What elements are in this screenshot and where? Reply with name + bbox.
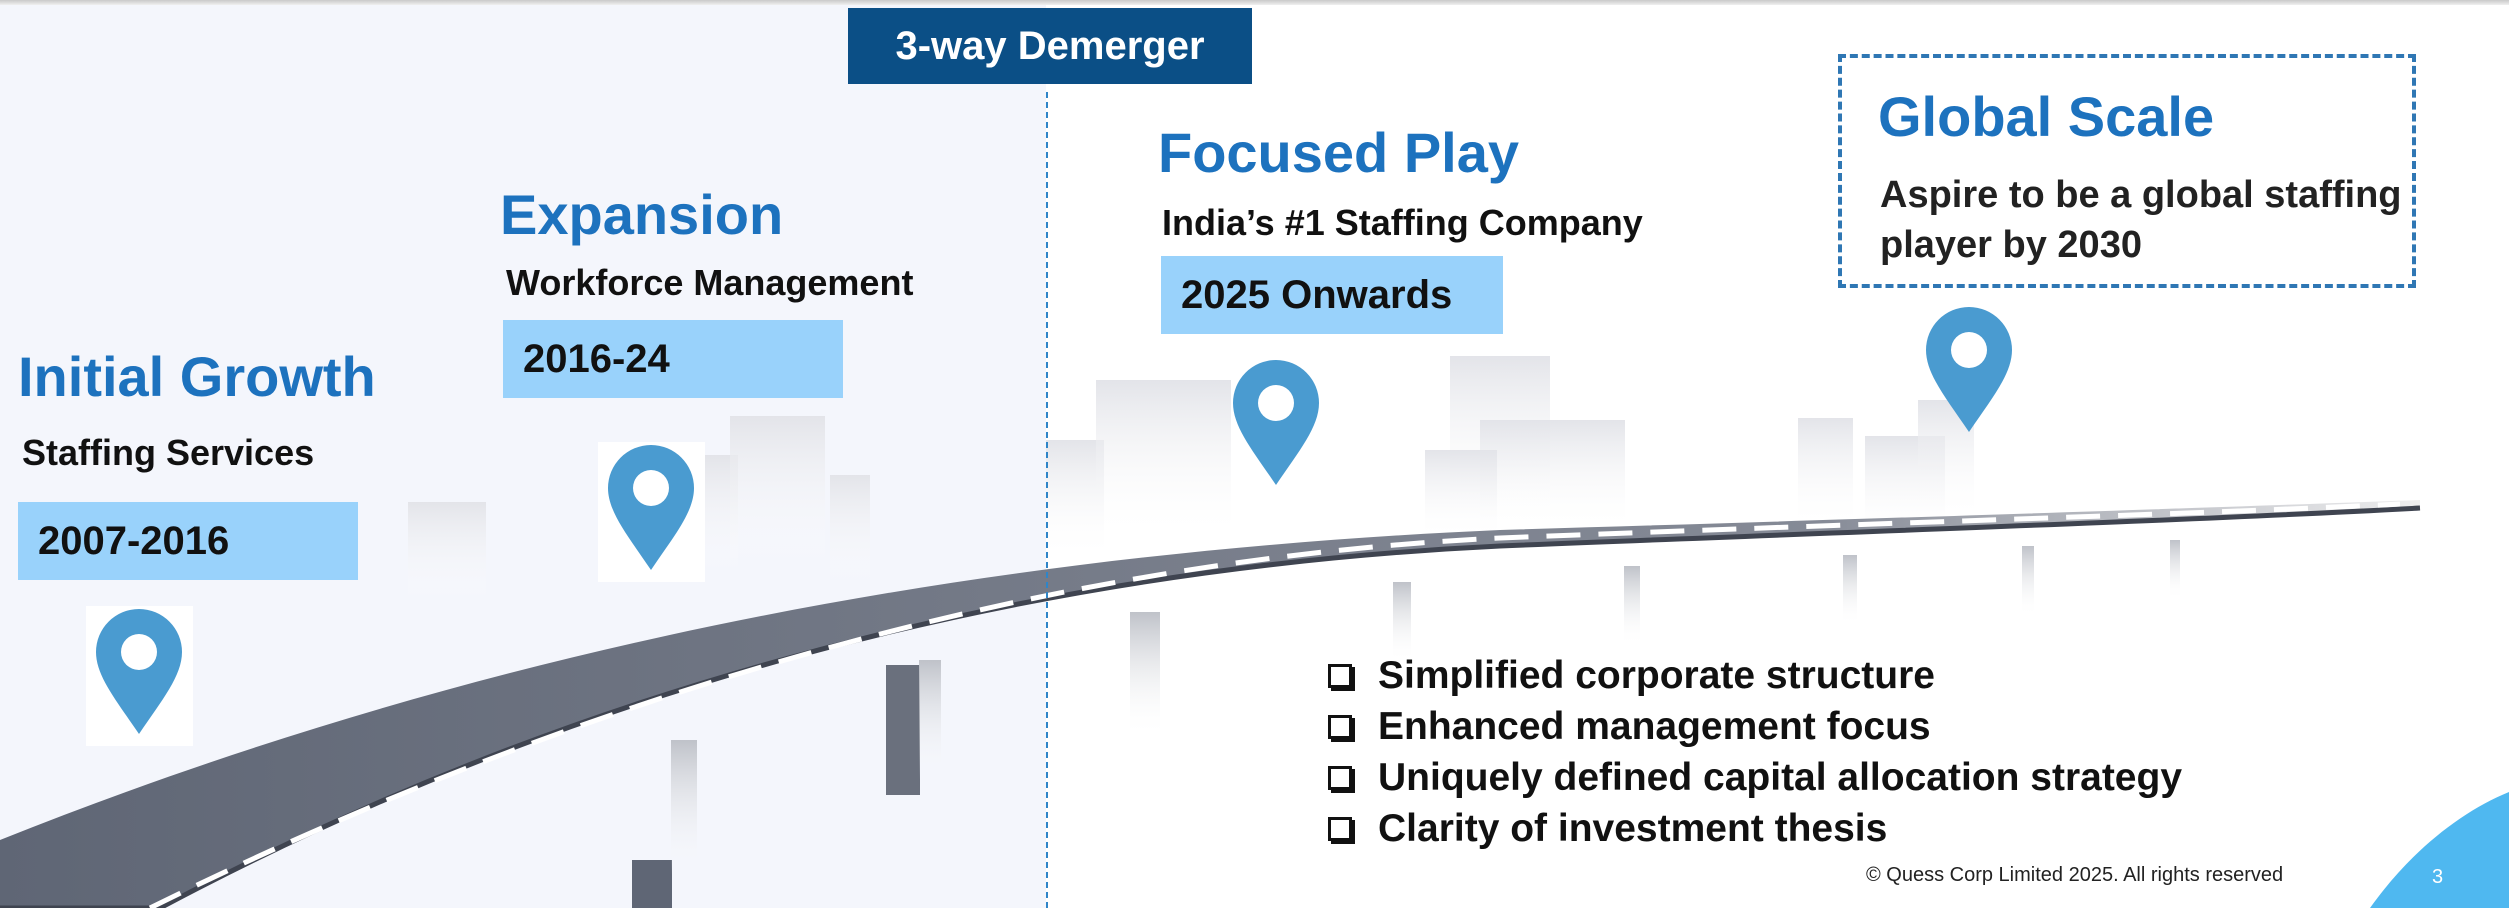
copyright-footer: © Quess Corp Limited 2025. All rights re… [1866, 864, 2284, 886]
global-scale-box: Global Scale Aspire to be a global staff… [1838, 54, 2416, 288]
stage-years-2007: 2007-2016 [18, 502, 358, 580]
stage-title-expansion: Expansion [500, 183, 784, 246]
stage-years-2016: 2016-24 [503, 320, 843, 398]
checkbox-icon [1328, 816, 1352, 841]
skyline [408, 356, 1974, 602]
location-pin-icon [1926, 307, 2012, 432]
location-pin-icon [1233, 360, 1319, 485]
list-item: Enhanced management focus [1328, 701, 2182, 752]
list-item: Clarity of investment thesis [1328, 803, 2182, 854]
stage-title-initial-growth: Initial Growth [18, 345, 376, 408]
left-background-panel [0, 0, 1046, 908]
list-item: Uniquely defined capital allocation stra… [1328, 752, 2182, 803]
location-pin-icon [598, 442, 705, 582]
stage-title-global-scale: Global Scale [1878, 85, 2215, 148]
stage-title-focused-play: Focused Play [1158, 121, 1520, 184]
checkbox-icon [1328, 765, 1352, 790]
demerger-benefits-list: Simplified corporate structure Enhanced … [1328, 650, 2182, 854]
checkbox-icon [1328, 663, 1352, 688]
road [0, 500, 2421, 908]
stage-years-2025: 2025 Onwards [1161, 256, 1503, 334]
stage-subtitle-workforce: Workforce Management [506, 262, 914, 303]
stage-subtitle-staffing-company: India’s #1 Staffing Company [1162, 202, 1643, 243]
demerger-divider [1046, 92, 1048, 908]
demerger-banner: 3-way Demerger [848, 8, 1252, 84]
page-corner-shape [2370, 792, 2509, 908]
global-scale-description: Aspire to be a global staffing player by… [1880, 174, 2402, 266]
list-item: Simplified corporate structure [1328, 650, 2182, 701]
page-number: 3 [2432, 866, 2444, 888]
location-pin-icon [86, 606, 193, 746]
top-border-line [0, 0, 2509, 5]
checkbox-icon [1328, 714, 1352, 739]
stage-subtitle-staffing: Staffing Services [22, 432, 315, 473]
bridge-pillars [632, 540, 2180, 908]
